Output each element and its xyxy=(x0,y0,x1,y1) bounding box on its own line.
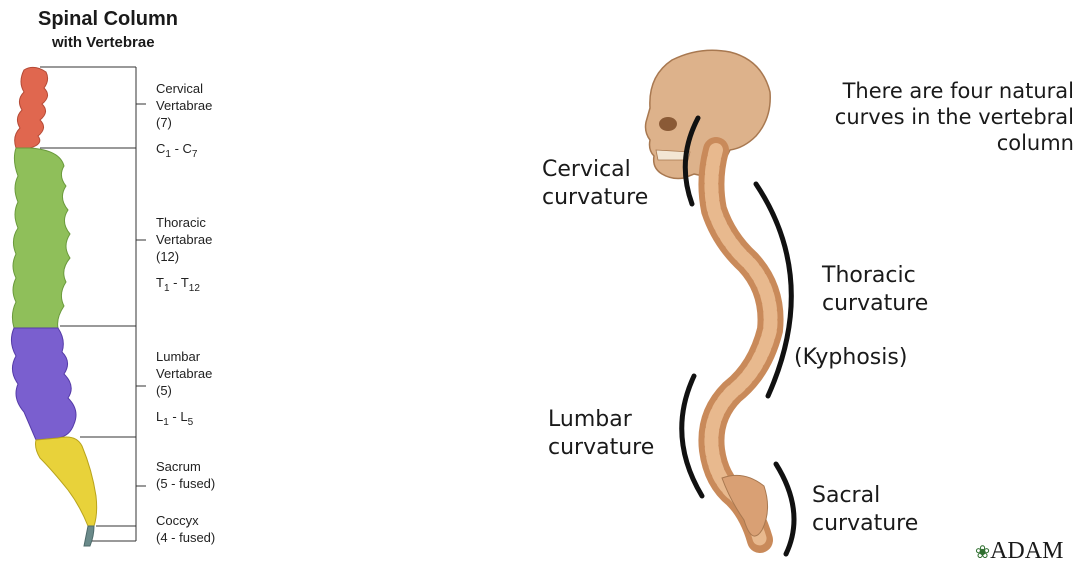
curves-note: There are four natural curves in the ver… xyxy=(835,78,1074,156)
coccyx-bone xyxy=(84,526,94,546)
lumbar-label: Lumbar Vertabrae (5) xyxy=(156,348,212,399)
sacrum-bone xyxy=(36,437,97,526)
sacrum-label: Sacrum (5 - fused) xyxy=(156,458,215,492)
lumbar-vertebrae xyxy=(11,328,76,440)
cervical-range: C1 - C7 xyxy=(156,140,197,159)
sacral-arc xyxy=(776,464,794,554)
thoracic-curvature-label: Thoracic curvature xyxy=(822,262,928,318)
leaf-icon: ❀ xyxy=(975,542,990,562)
coccyx-label: Coccyx (4 - fused) xyxy=(156,512,215,546)
thoracic-vertebrae xyxy=(12,148,70,328)
spine-column xyxy=(711,150,770,540)
cervical-vertebrae xyxy=(15,67,48,148)
cervical-label: Cervical Vertabrae (7) xyxy=(156,80,212,131)
thoracic-label: Thoracic Vertabrae (12) xyxy=(156,214,212,265)
lumbar-curvature-label: Lumbar curvature xyxy=(548,406,654,462)
sacral-curvature-label: Sacral curvature xyxy=(812,482,918,538)
thoracic-range: T1 - T12 xyxy=(156,274,200,293)
adam-logo: ❀ADAM xyxy=(975,538,1063,565)
kyphosis-label: (Kyphosis) xyxy=(794,344,907,372)
lumbar-range: L1 - L5 xyxy=(156,408,193,427)
cervical-curvature-label: Cervical curvature xyxy=(542,156,648,212)
